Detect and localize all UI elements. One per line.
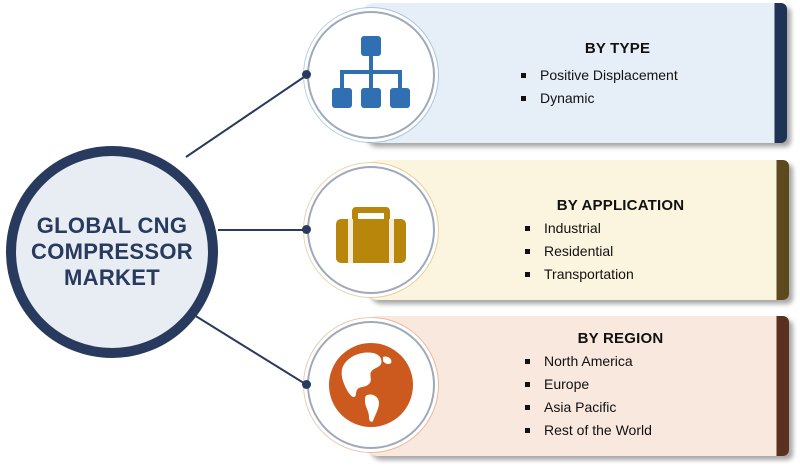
segment-panel-region: BY REGION North America Europe Asia Paci… (366, 316, 789, 456)
connector-node-application (302, 225, 311, 234)
connector-line-region (185, 309, 308, 386)
segment-item-list: Industrial Residential Transportation (524, 217, 634, 286)
application-icon-circle (307, 166, 435, 294)
list-item: Industrial (524, 217, 634, 240)
list-item: Residential (524, 240, 634, 263)
segment-item-list: Positive Displacement Dynamic (520, 64, 678, 110)
connector-node-region (302, 380, 311, 389)
segment-panel-application: BY APPLICATION Industrial Residential Tr… (366, 160, 789, 300)
connector-node-type (302, 70, 311, 79)
segment-item-list: North America Europe Asia Pacific Rest o… (524, 350, 652, 442)
list-item: Asia Pacific (524, 396, 652, 419)
list-item: Transportation (524, 263, 634, 286)
region-icon-circle (307, 321, 435, 449)
market-hub-circle: GLOBAL CNG COMPRESSOR MARKET (6, 146, 218, 358)
type-icon-circle (307, 11, 435, 139)
globe-icon (329, 343, 413, 427)
list-item: Positive Displacement (520, 64, 678, 87)
segment-title: BY REGION (577, 330, 664, 347)
briefcase-icon (336, 207, 406, 263)
hierarchy-icon (332, 36, 410, 108)
list-item: Rest of the World (524, 419, 652, 442)
connector-line-type (185, 74, 308, 158)
segment-title: BY TYPE (584, 40, 651, 57)
segment-title: BY APPLICATION (556, 197, 685, 214)
list-item: North America (524, 350, 652, 373)
hub-title: GLOBAL CNG COMPRESSOR MARKET (31, 213, 193, 290)
list-item: Europe (524, 373, 652, 396)
list-item: Dynamic (520, 87, 678, 110)
